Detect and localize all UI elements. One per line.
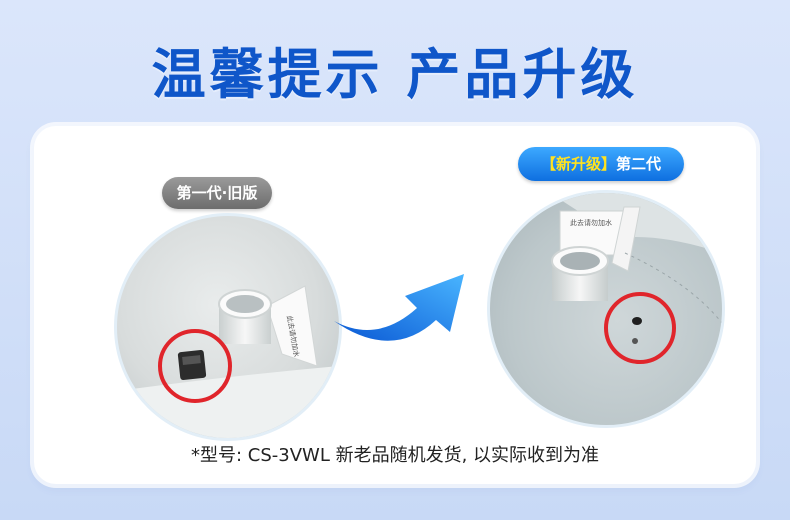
page-title: 温馨提示 产品升级	[151, 43, 639, 106]
highlight-ring	[604, 292, 676, 364]
new-version-photo: 此去请勿加水	[487, 190, 725, 428]
new-version-badge-text: 第二代	[616, 155, 662, 173]
old-version-illustration: 此去请勿加水	[117, 285, 339, 438]
old-version-badge: 第一代·旧版	[162, 177, 272, 209]
old-version-photo: 此去请勿加水	[114, 213, 342, 441]
highlight-ring	[158, 329, 232, 403]
new-label-text: 此去请勿加水	[570, 218, 612, 227]
new-version-illustration: 此去请勿加水	[550, 193, 722, 364]
new-version-tag: 【新升级】	[540, 155, 616, 173]
upgrade-arrow-icon	[334, 274, 464, 341]
model-footnote: *型号: CS-3VWL 新老品随机发货, 以实际收到为准	[190, 445, 600, 466]
new-version-badge: 【新升级】第二代	[518, 147, 684, 181]
